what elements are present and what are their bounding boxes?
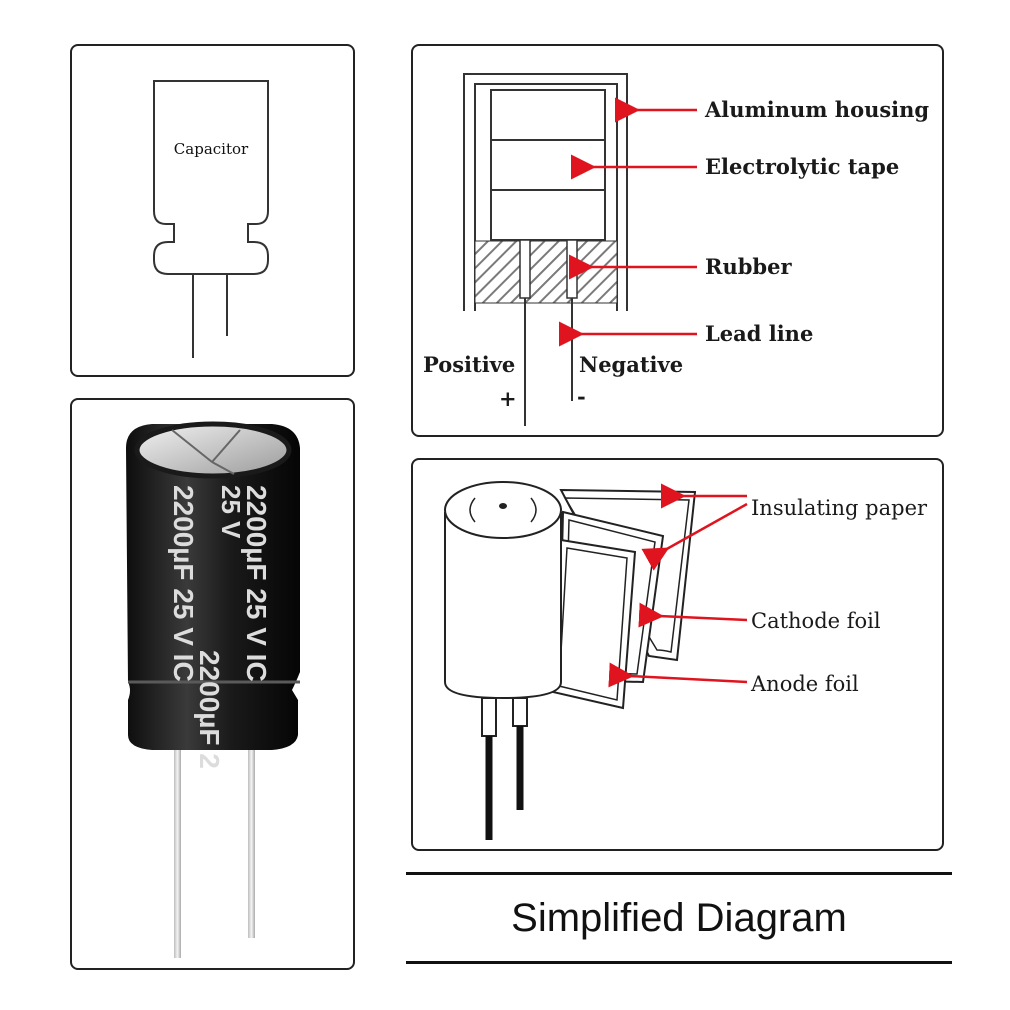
negative-lead (248, 730, 255, 938)
minus-sign: - (577, 384, 586, 409)
insulating-paper-label: Insulating paper (751, 496, 928, 520)
anode-foil-label: Anode foil (750, 672, 859, 696)
cross-section-drawing: Aluminum housing Electrolytic tape Rubbe… (423, 73, 929, 426)
capacitor-top (134, 421, 292, 479)
negative-label: Negative (579, 352, 683, 377)
electrolytic-tape-label: Electrolytic tape (705, 154, 899, 179)
capacitor-print-2: 2200µF 25 V IC (241, 485, 272, 682)
capacitor-symbol-panel: Capacitor (70, 44, 355, 377)
cathode-foil-label: Cathode foil (751, 609, 881, 633)
positive-lead (174, 730, 181, 958)
diagram-caption: Simplified Diagram (406, 872, 952, 964)
cross-section-panel: Aluminum housing Electrolytic tape Rubbe… (411, 44, 944, 437)
aluminum-housing-label: Aluminum housing (704, 97, 929, 122)
winding-panel: Insulating paper Cathode foil Anode foil (411, 458, 944, 851)
capacitor-label: Capacitor (174, 140, 249, 158)
winding-drawing: Insulating paper Cathode foil Anode foil (444, 481, 928, 840)
positive-label: Positive (423, 352, 515, 377)
capacitor-print-1: 2200µF 25 V IC (168, 485, 199, 682)
plus-sign: + (499, 386, 517, 411)
rubber-seal (474, 240, 618, 304)
capacitor-symbol-drawing: Capacitor (153, 80, 269, 358)
winding-cylinder (444, 512, 562, 700)
lead-line-label: Lead line (705, 321, 813, 346)
capacitor-photo-panel: 2200µF 25 V IC 25 V 2200µF 25 V IC 2200µ… (70, 398, 355, 970)
capacitor-photo: 2200µF 25 V IC 25 V 2200µF 25 V IC 2200µ… (126, 421, 300, 958)
capacitor-body (126, 424, 300, 750)
svg-text:25 V: 25 V (216, 485, 246, 539)
capacitor-print-3: 2200µF 2 (194, 650, 225, 769)
rubber-label: Rubber (705, 254, 792, 279)
